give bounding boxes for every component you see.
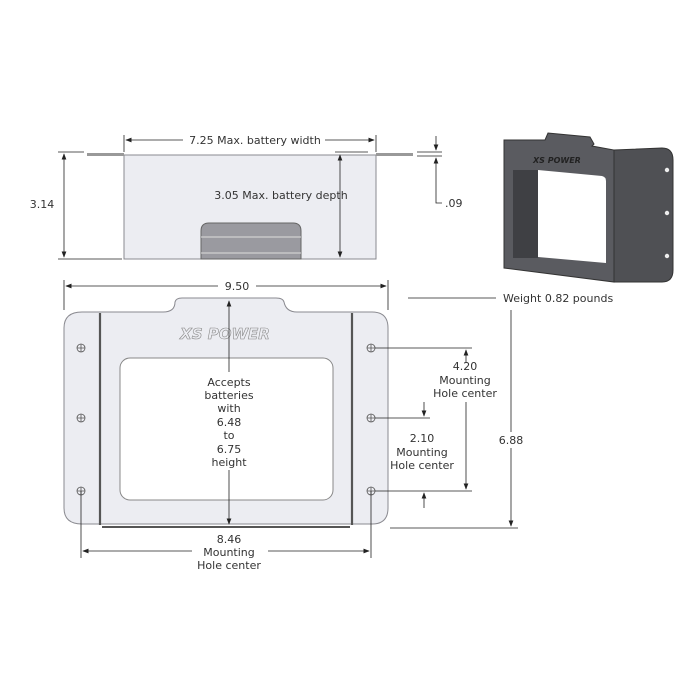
- overall-height-label: 6.88: [499, 434, 524, 447]
- max-width-label: 7.25 Max. battery width: [189, 134, 321, 147]
- iso-window: [538, 170, 606, 263]
- svg-text:Hole center: Hole center: [197, 559, 261, 572]
- svg-text:batteries: batteries: [204, 389, 253, 402]
- front-view: XS POWER 9.50 Accepts batteries with 6.4…: [63, 280, 524, 572]
- weight-label: Weight 0.82 pounds: [503, 292, 613, 305]
- svg-text:Mounting: Mounting: [396, 446, 448, 459]
- front-window: [119, 357, 334, 501]
- iso-view: XS POWER: [503, 132, 674, 283]
- iso-logo: XS POWER: [532, 156, 581, 165]
- svg-text:Mounting: Mounting: [203, 546, 255, 559]
- overall-width-label: 9.50: [225, 280, 250, 293]
- thickness-label: .09: [445, 197, 463, 210]
- top-view: 7.25 Max. battery width 3.14 3.05 Max. b…: [30, 134, 463, 260]
- svg-text:Hole center: Hole center: [390, 459, 454, 472]
- svg-text:6.75: 6.75: [217, 443, 242, 456]
- hole-span-420-label: 4.20 Mounting Hole center: [433, 360, 497, 400]
- height-label: 3.14: [30, 198, 55, 211]
- hole-left-mid: [76, 413, 86, 423]
- svg-text:Mounting: Mounting: [439, 374, 491, 387]
- right-flange: [376, 153, 413, 156]
- hole-right-top: [366, 343, 376, 353]
- max-depth-label: 3.05 Max. battery depth: [214, 189, 347, 202]
- front-logo: XS POWER: [179, 325, 270, 343]
- hole-left-top: [76, 343, 86, 353]
- hole-span-210-label: 2.10 Mounting Hole center: [390, 432, 454, 472]
- battery-tab: [200, 222, 302, 260]
- svg-text:Accepts: Accepts: [207, 376, 250, 389]
- svg-text:height: height: [211, 456, 247, 469]
- svg-text:4.20: 4.20: [453, 360, 478, 373]
- svg-text:2.10: 2.10: [410, 432, 435, 445]
- svg-text:8.46: 8.46: [217, 533, 242, 546]
- accepts-battery-text: Accepts batteries with 6.48 to 6.75 heig…: [204, 376, 253, 469]
- svg-text:Hole center: Hole center: [433, 387, 497, 400]
- svg-text:to: to: [223, 429, 234, 442]
- left-flange: [87, 153, 124, 156]
- svg-text:6.48: 6.48: [217, 416, 242, 429]
- svg-text:with: with: [217, 402, 240, 415]
- hole-span-horizontal-label: 8.46 Mounting Hole center: [197, 533, 261, 572]
- hole-right-mid: [366, 413, 376, 423]
- iso-window-dark: [513, 170, 538, 258]
